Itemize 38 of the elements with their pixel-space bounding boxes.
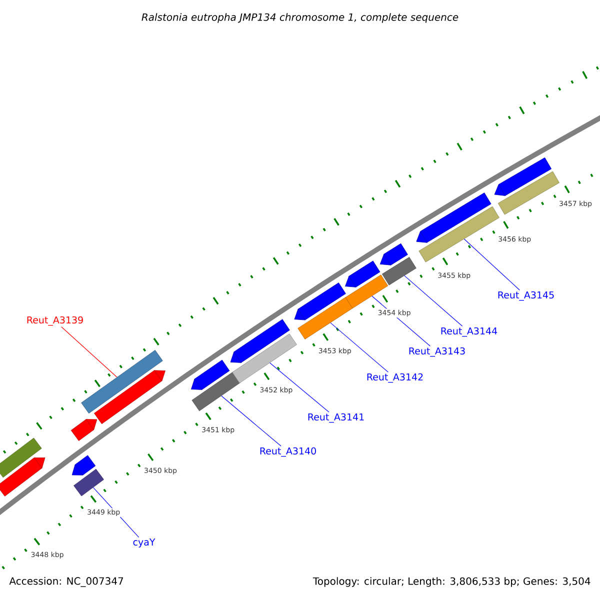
gene-label: Reut_A3145 [498,291,554,301]
gene-feature [0,438,42,478]
gene-feature [380,243,408,266]
gene-feature [191,360,230,390]
gene-feature [498,171,560,215]
gene-feature [192,372,240,412]
gene-label: Reut_A3141 [308,413,364,423]
gene-label: cyaY [133,538,156,548]
gene-feature [382,256,416,286]
gene-feature [418,206,500,262]
gene-label: Reut_A3139 [27,316,83,326]
leader-line [330,322,388,372]
gene-feature [345,274,388,308]
gene-label: Reut_A3140 [260,447,316,457]
leader-line [464,238,520,290]
gene-label: Reut_A3144 [441,327,498,337]
gene-feature [0,458,46,496]
title: Ralstonia eutropha JMP134 chromosome 1, complete sequence [142,13,458,23]
gene-feature [72,455,96,476]
gene-feature [232,334,297,384]
summary-text: Topology: circular; Length: 3,806,533 bp; Genes: 3,504 [312,577,590,587]
leader-line [404,275,463,326]
gene-feature [81,350,163,414]
gene-feature [416,192,492,243]
gene-feature [494,157,552,196]
leader-line [270,362,330,412]
gene-label: Reut_A3142 [367,373,423,383]
gene-label: Reut_A3143 [409,347,465,357]
gene-feature [230,319,290,363]
gene-feature [298,297,353,340]
accession-text: Accession: NC_007347 [9,577,124,587]
leader-line [221,396,282,446]
gene-feature [294,282,346,320]
gene-feature [74,468,104,496]
gene-feature [345,260,380,288]
gene-feature [94,370,166,424]
leader-line [61,326,118,378]
gene-feature [70,419,98,441]
